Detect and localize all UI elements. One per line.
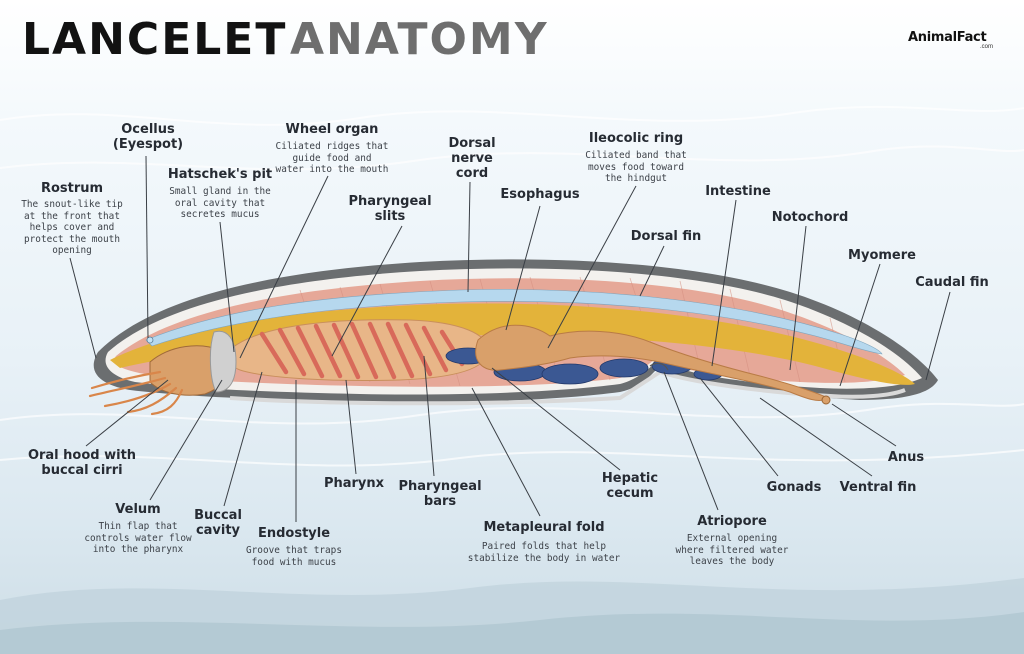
label-ileocolic-ring: Ileocolic ring: [588, 131, 684, 146]
label-esophagus: Esophagus: [500, 187, 580, 202]
animalfact-logo: AnimalFact: [908, 30, 987, 45]
label-gonads: Gonads: [766, 480, 822, 495]
label-notochord: Notochord: [771, 210, 849, 225]
gut-shape: [475, 324, 829, 401]
label-atriopore: Atriopore: [697, 514, 767, 529]
label-endostyle: Endostyle: [257, 526, 331, 541]
background-waves: [0, 105, 1024, 467]
label-hatscheks-pit: Hatschek's pit: [167, 167, 273, 182]
ocellus-spot: [146, 336, 154, 344]
nerve-cord-shape: [145, 289, 883, 355]
label-pharynx: Pharynx: [323, 476, 385, 491]
label-ocellus: Ocellus(Eyespot): [112, 122, 184, 152]
label-metapleural-fold: Metapleural fold: [483, 520, 605, 535]
title-anatomy: ANATOMY: [290, 14, 549, 65]
velum-shape: [209, 330, 237, 393]
label-rostrum: Rostrum: [40, 181, 104, 196]
label-dorsal-fin: Dorsal fin: [630, 229, 702, 244]
leader-lines: [69, 155, 951, 522]
pharynx-shape: [225, 319, 489, 382]
label-anus: Anus: [887, 450, 925, 465]
label-velum: Velum: [115, 502, 161, 517]
label-ventral-fin: Ventral fin: [839, 480, 917, 495]
animalfact-logo-sub: .com: [980, 44, 994, 50]
pharyngeal-slit-shapes: [259, 321, 465, 380]
title-lancelet: LANCELET: [22, 14, 288, 65]
buccal-cirri-shapes: [88, 370, 184, 416]
label-wheel-organ: Wheel organ: [285, 122, 379, 137]
label-intestine: Intestine: [705, 184, 771, 199]
atriopore-notch: [649, 362, 669, 371]
label-myomere: Myomere: [848, 248, 916, 263]
anus-shape: [821, 395, 831, 405]
sea-floor-wave-2: [0, 612, 1024, 654]
label-caudal-fin: Caudal fin: [915, 275, 989, 290]
